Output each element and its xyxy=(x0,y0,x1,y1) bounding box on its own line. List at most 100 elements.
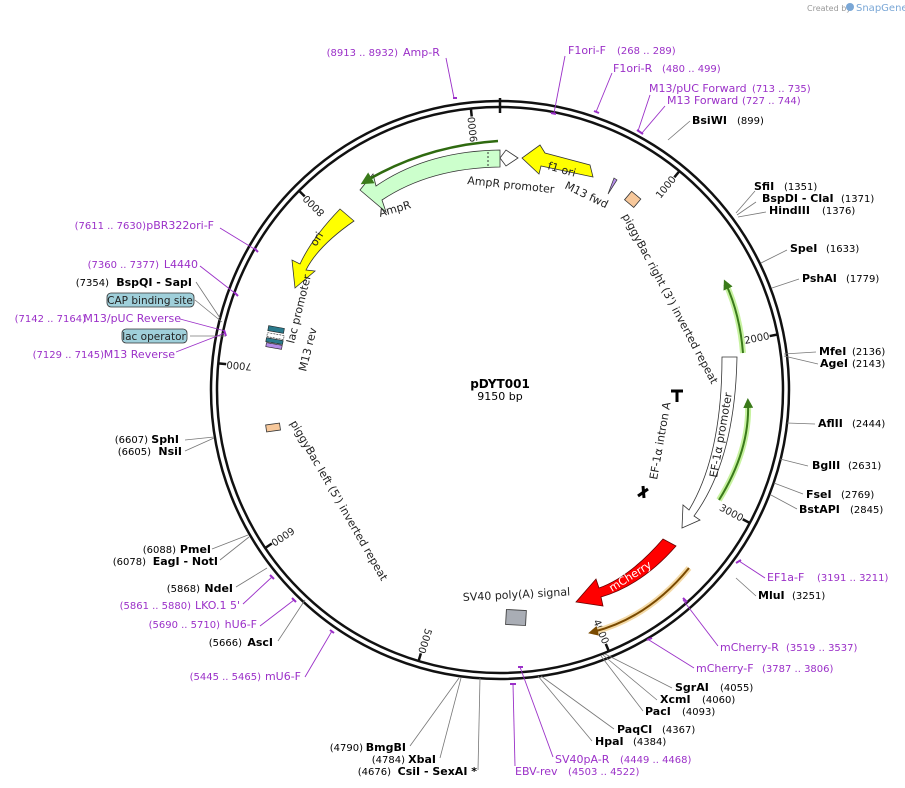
site-label-agei[interactable]: AgeI xyxy=(820,357,848,370)
primer-label-m13-forward[interactable]: M13 Forward xyxy=(667,94,738,107)
primer-label-mcherry-f[interactable]: mCherry-F xyxy=(696,662,754,675)
site-pos-csii-sexai: (4676) xyxy=(358,767,391,778)
site-pos-sgrai: (4055) xyxy=(720,683,753,694)
site-label-paqci[interactable]: PaqCI xyxy=(617,723,652,736)
bp-tick-label-9000: 9000 xyxy=(467,116,481,142)
site-label-bspqi-sapi[interactable]: BspQI - SapI xyxy=(116,276,192,289)
bp-tick-4000 xyxy=(604,643,611,652)
primer-tick-l4440 xyxy=(233,291,239,297)
primer-label-l4440[interactable]: L4440 xyxy=(164,258,198,271)
leader-bstapi xyxy=(770,494,798,510)
primer-label-sv40pa-r[interactable]: SV40pA-R xyxy=(555,753,610,766)
site-pos-bstapi: (2845) xyxy=(850,505,883,516)
primer-leader-ebv-rev xyxy=(512,683,516,767)
site-pos-mfei: (2136) xyxy=(852,347,885,358)
primer-label-pbr322ori-f[interactable]: pBR322ori-F xyxy=(146,219,214,232)
leader-hindiii xyxy=(737,211,767,218)
site-label-sfii[interactable]: SfiI xyxy=(754,180,774,193)
primer-tick-m13 xyxy=(636,129,644,135)
primer-label-f1ori-r[interactable]: F1ori-R xyxy=(613,62,653,75)
leader-csii xyxy=(477,677,481,771)
primer-tick-f1ori-r xyxy=(593,110,600,114)
site-label-asci[interactable]: AscI xyxy=(247,636,273,649)
site-label-bsiwi[interactable]: BsiWI xyxy=(692,114,727,127)
site-label-paci[interactable]: PacI xyxy=(645,705,671,718)
bp-tick-9000 xyxy=(469,108,473,117)
site-pos-bspdi-clai: (1371) xyxy=(841,194,874,205)
primer-label-m13-reverse[interactable]: M13 Reverse xyxy=(104,348,175,361)
primer-label-f1ori-f[interactable]: F1ori-F xyxy=(568,44,606,57)
site-label-bmgbi[interactable]: BmgBI xyxy=(366,741,406,754)
primer-label-m13puc-reverse[interactable]: M13/pUC Reverse xyxy=(83,312,181,325)
site-label-xbai[interactable]: XbaI xyxy=(408,753,436,766)
site-label-sgrai[interactable]: SgrAI xyxy=(675,681,709,694)
site-label-bstapi[interactable]: BstAPI xyxy=(799,503,840,516)
primer-label-ef1a-f[interactable]: EF1a-F xyxy=(767,571,804,584)
primer-label-ebv-rev[interactable]: EBV-rev xyxy=(515,765,558,778)
site-label-csii-sexai[interactable]: CsiI - SexAI * xyxy=(398,765,478,778)
cap-binding-site-box[interactable] xyxy=(106,292,195,308)
primer-ticks xyxy=(223,97,742,685)
site-label-fsei[interactable]: FseI xyxy=(806,488,832,501)
bp-tick-5000 xyxy=(417,653,423,662)
leader-bglii xyxy=(779,458,809,467)
plasmid-length: 9150 bp xyxy=(477,390,522,403)
site-label-aflii[interactable]: AflII xyxy=(818,417,843,430)
leader-nsii xyxy=(184,437,215,452)
bp-tick-label-6000: 6000 xyxy=(269,524,296,547)
site-label-pshai[interactable]: PshAI xyxy=(802,272,837,285)
site-pos-hpai: (4384) xyxy=(633,737,666,748)
leader-sfii xyxy=(735,190,756,214)
site-label-xcmi[interactable]: XcmI xyxy=(660,693,691,706)
primer-label-mcherry-r[interactable]: mCherry-R xyxy=(720,641,779,654)
bp-tick-7000 xyxy=(218,362,227,366)
feature-label-mcherry: mCherry xyxy=(607,558,655,594)
map-center: pDYT001 9150 bp xyxy=(470,377,530,403)
bp-tick-3000 xyxy=(742,518,751,525)
site-label-mfei[interactable]: MfeI xyxy=(819,345,846,358)
site-label-nsii[interactable]: NsiI xyxy=(158,445,182,458)
leader-bspqi xyxy=(195,281,221,319)
leader-fsei xyxy=(773,482,804,495)
primer-leader-ef1a-f xyxy=(738,560,766,579)
primer-label-amp-r[interactable]: Amp-R xyxy=(403,46,440,59)
site-label-bglii[interactable]: BglII xyxy=(812,459,840,472)
site-label-pmei[interactable]: PmeI xyxy=(180,543,211,556)
feature-lac-operator-box xyxy=(265,337,284,345)
site-label-hindiii[interactable]: HindIII xyxy=(769,204,810,217)
feature-label-ampr-promoter: AmpR promoter xyxy=(467,174,556,196)
lac-operator-box[interactable] xyxy=(121,328,188,344)
primer-pos-m13puc-forward: (713 .. 735) xyxy=(752,84,811,95)
feature-ampr xyxy=(359,149,501,214)
features xyxy=(265,144,738,626)
primer-label-mu6-f[interactable]: mU6-F xyxy=(265,670,301,683)
primer-leader-m13puc-rev xyxy=(179,318,226,332)
site-label-eagi-noti[interactable]: EagI - NotI xyxy=(153,555,218,568)
leader-agei xyxy=(783,355,819,365)
primer-leader-f1ori-f xyxy=(553,55,566,114)
site-pos-pshai: (1779) xyxy=(846,274,879,285)
site-label-sphi[interactable]: SphI xyxy=(151,433,179,446)
primer-label-lko1[interactable]: LKO.1 5' xyxy=(195,599,240,612)
leader-mlui xyxy=(735,577,757,597)
primer-leader-f1ori-r xyxy=(595,72,613,113)
bp-tick-2000 xyxy=(769,333,778,338)
feature-label-piggybac-left: piggyBac left (5') inverted repeat xyxy=(287,418,390,584)
site-pos-bmgbi: (4790) xyxy=(330,743,363,754)
site-label-bspdi-clai[interactable]: BspDI - ClaI xyxy=(762,192,834,205)
site-label-mlui[interactable]: MluI xyxy=(758,589,785,602)
feature-label-ori: ori xyxy=(308,230,327,249)
primer-label-hu6-f[interactable]: hU6-F xyxy=(225,618,257,631)
leader-bmgbi xyxy=(409,677,460,747)
site-label-spei[interactable]: SpeI xyxy=(790,242,817,255)
primer-leader-sv40pa-r xyxy=(519,666,554,758)
primer-pos-m13puc-reverse: (7142 .. 7164) xyxy=(15,314,87,325)
feature-f1-ori xyxy=(521,144,594,178)
primer-pos-mcherry-r: (3519 .. 3537) xyxy=(786,643,858,654)
site-label-ndei[interactable]: NdeI xyxy=(204,582,233,595)
primer-label-m13puc-forward[interactable]: M13/pUC Forward xyxy=(649,82,747,95)
feature-label-sv40: SV40 poly(A) signal xyxy=(462,585,570,604)
leader-hpai xyxy=(537,675,593,742)
credit-prefix: Created by xyxy=(807,4,851,13)
site-label-hpai[interactable]: HpaI xyxy=(595,735,624,748)
